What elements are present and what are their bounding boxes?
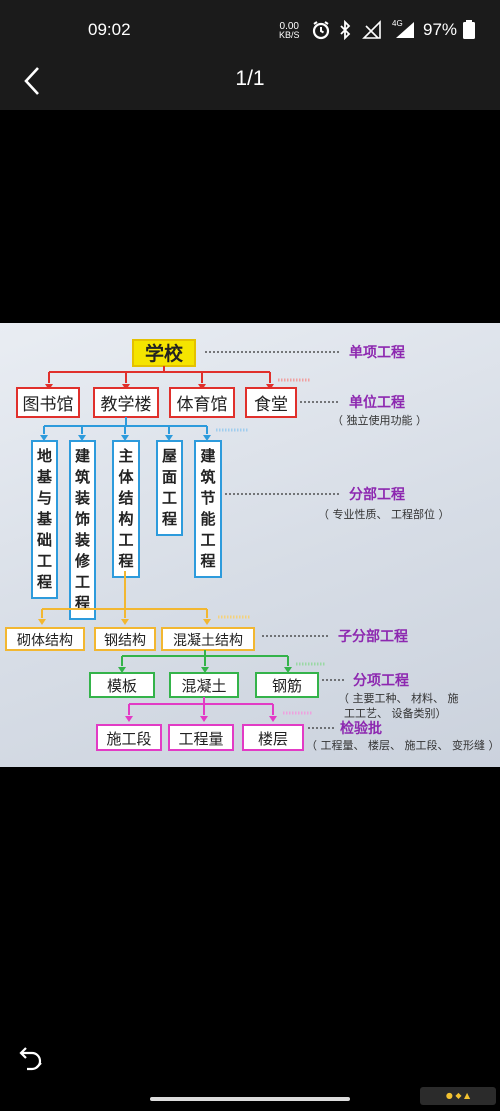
division-node [69,440,96,620]
arrow-division [78,435,86,441]
division-node-label: 建筑节能工程 [199,447,216,570]
status-bar: 09:02 0.00 KB/S 4G 97% [0,0,500,62]
level-note: （ 专业性质、 工程部位 ） [318,507,450,521]
bluetooth-icon [340,20,351,40]
unit-node-label: 体育馆 [177,395,228,415]
arrow-item [118,667,126,673]
level-label: 分部工程 [349,486,405,503]
subdivision-node-label: 混凝土结构 [173,633,243,649]
subdivision-node-label: 钢结构 [104,633,146,649]
unit-node-label: 食堂 [254,395,288,415]
status-time: 09:02 [88,20,131,39]
level-note: （ 工程量、 楼层、 施工段、 变形缝 ） [306,738,499,752]
division-node-label: 屋面工程 [162,447,177,528]
network-speed-unit: KB/S [279,30,300,40]
level-label: 单项工程 [349,344,405,361]
batch-node-label: 楼层 [258,730,288,748]
arrow-batch [269,716,277,722]
rotate-icon[interactable] [18,1045,44,1071]
unit-node-label: 教学楼 [101,395,152,415]
arrow-division [165,435,173,441]
arrow-batch [200,716,208,722]
arrow-division [203,435,211,441]
viewer-toolbar [0,62,500,110]
signal-off-icon [362,20,381,39]
level-label: 单位工程 [349,394,405,411]
battery-percent: 97% [423,20,458,39]
arrow-batch [125,716,133,722]
arrow-item [201,667,209,673]
arrow-sub [38,619,46,625]
arrow-division [121,435,129,441]
subdivision-node [5,627,85,651]
division-node [31,440,58,599]
unit-node [169,387,235,418]
root-node-label: 学校 [145,342,184,365]
item-node [255,672,319,698]
battery-icon [463,20,475,39]
watermark-logo: ● ◆ ▲ [420,1087,496,1105]
batch-node-label: 工程量 [178,730,223,748]
item-node-label: 模板 [107,677,137,695]
unit-node [245,387,297,418]
network-speed: 0.00 KB/S [279,22,300,40]
unit-node [16,387,80,418]
division-node [112,440,140,578]
subdivision-node [94,627,156,651]
division-node [194,440,222,578]
back-arrow-icon[interactable] [16,64,50,98]
arrow-division [40,435,48,441]
item-node [89,672,155,698]
item-node-label: 钢筋 [272,677,302,695]
level-label: 检验批 [340,720,382,737]
network-type: 4G [392,19,403,28]
division-node-label: 主体结构工程 [118,447,134,570]
subdivision-node-label: 砌体结构 [17,633,73,649]
division-node-label: 建筑装饰装修工程 [74,447,91,612]
level-note: （ 独立使用功能 ） [332,413,427,427]
arrow-item [284,667,292,673]
item-node [169,672,239,698]
batch-node [242,724,304,751]
arrow-sub [121,619,129,625]
batch-node [168,724,234,751]
home-indicator[interactable] [150,1097,350,1101]
level-label: 子分部工程 [338,628,408,645]
unit-node-label: 图书馆 [23,395,74,415]
arrow-sub [203,619,211,625]
network-speed-value: 0.00 [279,21,299,32]
division-node-label: 地基与基础工程 [36,447,53,591]
subdivision-node [161,627,255,651]
level-note: （ 主要工种、 材料、 施工工艺、 设备类别） [338,691,459,720]
batch-node [96,724,162,751]
batch-node-label: 施工段 [106,730,151,748]
level-label: 分项工程 [353,673,409,689]
alarm-icon [312,21,330,40]
project-hierarchy-image[interactable]: 学校图书馆 教学楼 体育馆 食堂地基与基础工程 建筑装饰装修工程 主体结构工程 屋面工程 建筑… [0,323,500,767]
division-node [156,440,183,536]
item-node-label: 混凝土 [181,677,226,695]
signal-4g-icon [396,22,414,38]
page-indicator: 1/1 [235,67,265,90]
